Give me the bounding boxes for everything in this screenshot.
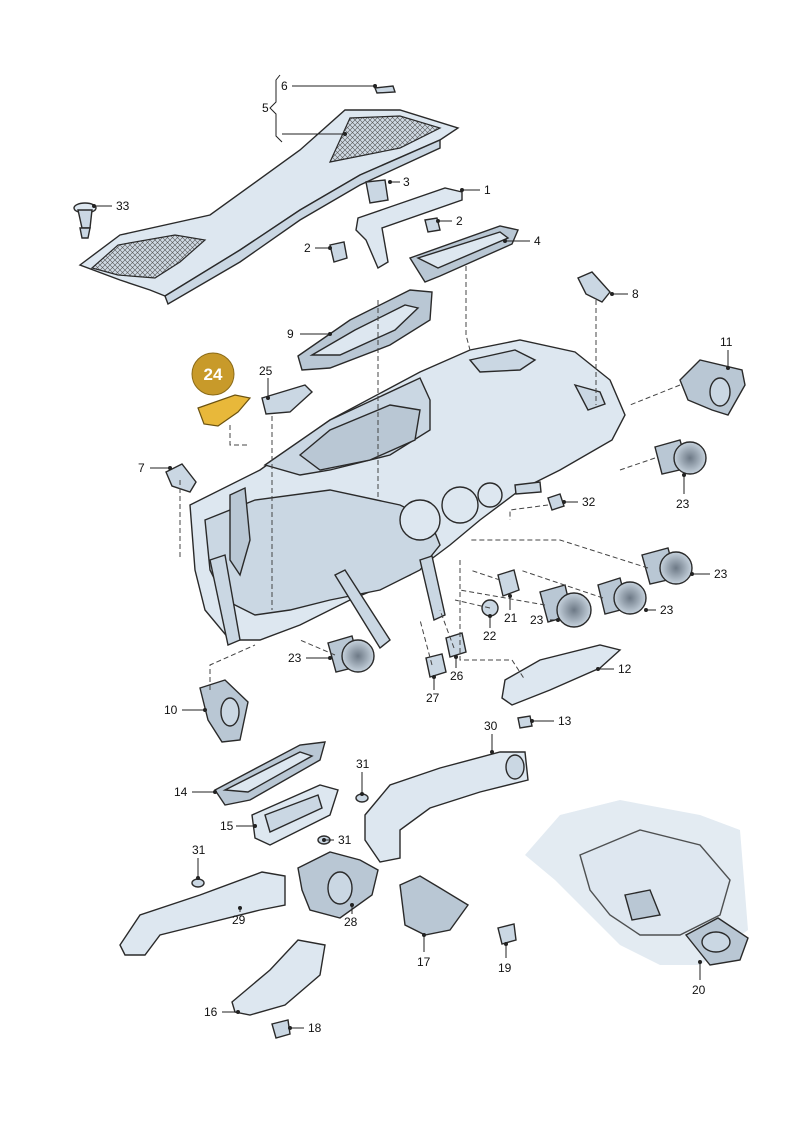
label-19: 19 — [498, 961, 512, 975]
leaders — [92, 74, 730, 1030]
screw-18 — [271, 1019, 291, 1039]
label-21: 21 — [504, 611, 518, 625]
label-15: 15 — [220, 819, 234, 833]
part-9 — [297, 289, 433, 371]
label-33: 33 — [116, 199, 130, 213]
label-16: 16 — [204, 1005, 218, 1019]
part-14 — [213, 741, 326, 806]
label-32: 32 — [582, 495, 596, 509]
vent-23-c — [597, 577, 647, 615]
label-4: 4 — [534, 234, 541, 248]
label-8: 8 — [632, 287, 639, 301]
highlight-badge-24: 24 — [191, 352, 235, 396]
screw-19 — [497, 923, 517, 945]
part-30 — [364, 751, 529, 863]
label-7: 7 — [138, 461, 145, 475]
label-12: 12 — [618, 662, 632, 676]
part-17 — [399, 875, 470, 936]
label-1: 1 — [484, 183, 491, 197]
label-23e: 23 — [288, 651, 302, 665]
callout-labels: 6 5 3 1 33 2 2 4 8 9 11 25 7 23 32 23 21… — [116, 79, 733, 1035]
part-12 — [501, 644, 622, 706]
label-2a: 2 — [456, 214, 463, 228]
label-28: 28 — [344, 915, 358, 929]
label-17: 17 — [417, 955, 431, 969]
label-13: 13 — [558, 714, 572, 728]
part-11 — [679, 359, 746, 416]
part-28 — [297, 851, 379, 919]
vent-23-d — [539, 584, 592, 628]
label-23c: 23 — [660, 603, 674, 617]
bracket-1 — [329, 179, 463, 270]
label-20: 20 — [692, 983, 706, 997]
plenum-cover — [78, 85, 460, 306]
label-22: 22 — [483, 629, 497, 643]
dashboard-panel — [189, 339, 626, 650]
inset-view — [525, 800, 749, 966]
label-2b: 2 — [304, 241, 311, 255]
label-10: 10 — [164, 703, 178, 717]
screw-13 — [517, 715, 533, 729]
part-4 — [408, 225, 519, 283]
label-9: 9 — [287, 327, 294, 341]
label-5: 5 — [262, 101, 269, 115]
part-29 — [119, 871, 286, 956]
label-25: 25 — [259, 364, 273, 378]
vent-23-a — [654, 439, 707, 475]
label-3: 3 — [403, 175, 410, 189]
badge-label: 24 — [204, 365, 223, 384]
label-31b: 31 — [338, 833, 352, 847]
label-6: 6 — [281, 79, 288, 93]
clip-33 — [73, 202, 97, 239]
part-7 — [165, 463, 197, 493]
part-16 — [231, 939, 326, 1016]
label-30: 30 — [484, 719, 498, 733]
part-25 — [261, 384, 314, 415]
part-15 — [251, 784, 339, 846]
label-29: 29 — [232, 913, 246, 927]
part-8 — [577, 271, 611, 303]
label-14: 14 — [174, 785, 188, 799]
label-23a: 23 — [676, 497, 690, 511]
label-31c: 31 — [192, 843, 206, 857]
label-23b: 23 — [714, 567, 728, 581]
label-27: 27 — [426, 691, 440, 705]
part-24-highlighted — [197, 394, 252, 427]
dashed-lines — [179, 266, 681, 690]
vent-23-e — [327, 635, 375, 673]
label-26: 26 — [450, 669, 464, 683]
part-10 — [199, 679, 249, 743]
label-23d: 23 — [530, 613, 544, 627]
label-18: 18 — [308, 1021, 322, 1035]
vent-23-b — [641, 547, 693, 585]
label-31a: 31 — [356, 757, 370, 771]
label-11: 11 — [720, 335, 733, 349]
